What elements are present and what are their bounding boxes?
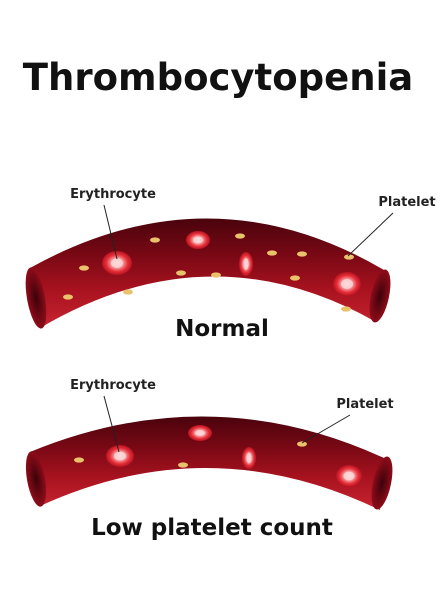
platelet xyxy=(63,294,73,300)
platelet xyxy=(341,306,351,312)
platelet xyxy=(211,272,221,278)
erythrocyte xyxy=(333,272,361,296)
low-blood-vessel xyxy=(30,416,384,510)
platelet xyxy=(150,237,160,243)
platelet xyxy=(290,275,300,281)
platelet xyxy=(123,289,133,295)
erythrocyte xyxy=(242,447,256,469)
normal-erythrocyte-label: Erythrocyte xyxy=(70,187,156,202)
platelet xyxy=(344,254,354,260)
platelet xyxy=(74,457,84,463)
erythrocyte xyxy=(239,252,253,276)
low-erythrocyte-leader xyxy=(103,395,120,453)
platelet xyxy=(297,251,307,257)
normal-erythrocyte-leader xyxy=(103,204,118,260)
platelet xyxy=(178,462,188,468)
low-vessel-right-end xyxy=(371,456,393,510)
platelet xyxy=(297,441,307,447)
platelets xyxy=(63,233,354,312)
erythrocyte xyxy=(102,251,132,275)
platelet xyxy=(267,250,277,256)
platelet xyxy=(79,265,89,271)
normal-panel: Erythrocyte Platelet Normal xyxy=(25,187,436,342)
low-platelet-label: Platelet xyxy=(336,397,393,412)
normal-vessel-right-end xyxy=(369,269,391,323)
low-caption: Low platelet count xyxy=(91,515,333,541)
normal-caption: Normal xyxy=(175,316,269,342)
erythrocyte xyxy=(188,425,212,441)
normal-vessel-left-end xyxy=(25,267,47,329)
erythrocyte xyxy=(106,445,134,467)
erythrocyte xyxy=(186,231,210,249)
normal-platelet-leader xyxy=(347,212,394,257)
normal-platelet-label: Platelet xyxy=(378,195,435,210)
platelet xyxy=(235,233,245,239)
low-erythrocyte-label: Erythrocyte xyxy=(70,378,156,393)
erythrocyte xyxy=(336,465,362,487)
low-platelet-leader xyxy=(301,414,351,444)
page-title: Thrombocytopenia xyxy=(23,56,413,99)
platelet xyxy=(176,270,186,276)
low-platelet-panel: Erythrocyte Platelet Low platelet count xyxy=(25,378,394,541)
platelets xyxy=(74,441,307,468)
low-vessel-left-end xyxy=(25,451,47,507)
normal-blood-vessel xyxy=(30,218,384,328)
